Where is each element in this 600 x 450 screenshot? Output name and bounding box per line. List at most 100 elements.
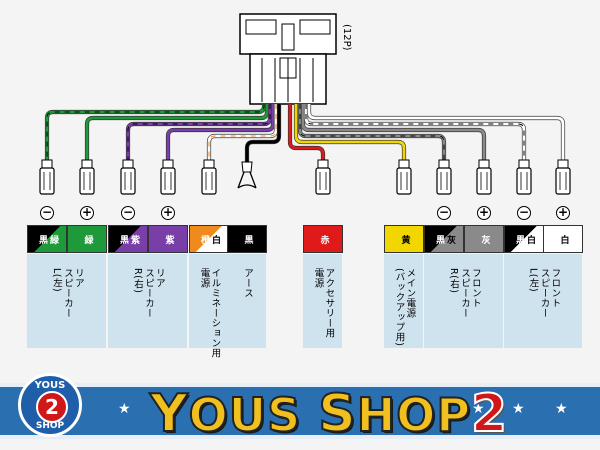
function-label-rear-r: リア スピーカー R(右): [108, 254, 187, 348]
banner-stripe-bottom: [0, 435, 600, 439]
color-chip-main: 黄: [384, 225, 424, 253]
terminal-ground: [237, 161, 257, 189]
shop-banner: [0, 383, 600, 439]
wire-outline: [303, 104, 527, 162]
function-label-ground: アース: [227, 254, 266, 348]
function-label-text: イルミネーション用 電源: [198, 268, 221, 358]
chip-label: 黒: [514, 234, 524, 244]
terminal-main: [396, 159, 412, 195]
harness-connector: [239, 13, 337, 105]
chip-label-2: 灰: [445, 234, 455, 244]
brand-y: Y: [149, 383, 189, 445]
chip-label: 黒: [434, 234, 444, 244]
function-label-text: フロント スピーカー L(左): [527, 268, 561, 318]
brand-s: S: [317, 383, 357, 445]
function-label-acc: アクセサリー用 電源: [303, 254, 342, 348]
function-label-illum: イルミネーション用 電源: [189, 254, 228, 358]
chip-label-2: 白: [525, 234, 535, 244]
function-label-text: フロント スピーカー R(右): [448, 268, 481, 318]
terminals: [39, 159, 571, 195]
star-icon: ★: [512, 401, 525, 417]
terminal-acc: [315, 159, 331, 195]
color-chip-front-r-pos: 灰: [464, 225, 504, 253]
badge-top-text: YOUS: [34, 380, 66, 391]
wire-stripe: [46, 104, 265, 162]
color-chip-rear-l-pos: 緑: [67, 225, 107, 253]
function-label-front-l: フロント スピーカー L(左): [504, 254, 582, 348]
wire-front-l-neg: [304, 104, 526, 162]
color-chip-rear-r-pos: 紫: [148, 225, 188, 253]
terminal-front-r-pos: [476, 159, 492, 195]
wire-outline: [293, 104, 407, 162]
wire-stripe: [127, 104, 271, 162]
badge-number: 2: [36, 391, 68, 423]
function-label-main: メイン電源 (バックアップ用): [384, 254, 423, 348]
star-icon: ★: [472, 401, 485, 417]
negative-icon: −: [517, 205, 531, 220]
terminal-rear-l-pos: [79, 159, 95, 195]
negative-icon: −: [40, 205, 54, 220]
chip-label: 白: [558, 234, 569, 244]
brand-2: 2: [470, 383, 509, 445]
wire-rear-r-pos: [166, 104, 275, 162]
wire-stripe: [305, 104, 525, 162]
wire-outline: [300, 104, 487, 162]
chip-label-2: 緑: [48, 234, 58, 244]
wire-main: [294, 104, 406, 162]
negative-icon: −: [437, 205, 451, 220]
color-chip-illum: 橙白: [189, 225, 229, 253]
terminal-front-l-pos: [555, 159, 571, 195]
chip-label-2: 白: [210, 234, 220, 244]
wire-ground: [245, 104, 281, 162]
chip-label: 黒: [118, 234, 128, 244]
wires: [44, 104, 566, 162]
color-chip-ground: 黒: [227, 225, 267, 253]
chip-label: 黒: [37, 234, 47, 244]
function-label-text: リア スピーカー R(右): [132, 268, 165, 318]
color-chip-acc: 赤: [303, 225, 343, 253]
wire-rear-l-neg: [45, 104, 266, 162]
color-chip-front-l-neg: 黒白: [504, 225, 544, 253]
chip-label: 橙: [199, 234, 209, 244]
function-label-text: アクセサリー用 電源: [312, 268, 335, 338]
wire-acc: [288, 104, 325, 162]
pin-count-label: (12P): [341, 24, 352, 51]
chip-label: 赤: [318, 234, 329, 244]
positive-icon: +: [556, 205, 570, 220]
color-chip-rear-r-neg: 黒紫: [108, 225, 148, 253]
chip-label: 黄: [399, 234, 410, 244]
chip-label-2: 紫: [129, 234, 139, 244]
chip-label: 灰: [479, 234, 490, 244]
function-label-front-r: フロント スピーカー R(右): [424, 254, 503, 348]
terminal-rear-l-neg: [39, 159, 55, 195]
function-label-text: リア スピーカー L(左): [51, 268, 84, 318]
wire-rear-l-pos: [85, 104, 269, 162]
function-label-text: メイン電源 (バックアップ用): [393, 268, 416, 347]
terminal-illum: [201, 159, 217, 195]
positive-icon: +: [161, 205, 175, 220]
color-chip-front-r-neg: 黒灰: [424, 225, 464, 253]
brand-hop: HOP: [356, 387, 472, 443]
chip-label: 緑: [82, 234, 93, 244]
terminal-front-r-neg: [436, 159, 452, 195]
banner-stripe-top: [0, 383, 600, 387]
brand-logo: YOUS SHOP2: [149, 383, 509, 445]
terminal-rear-r-pos: [160, 159, 176, 195]
wire-front-r-pos: [301, 104, 486, 162]
terminal-rear-r-neg: [120, 159, 136, 195]
wire-front-l-pos: [307, 104, 565, 162]
wire-stripe: [208, 104, 277, 162]
badge-bottom-text: SHOP: [35, 421, 65, 431]
brand-ous: OUS: [188, 387, 302, 443]
color-chip-front-l-pos: 白: [543, 225, 583, 253]
negative-icon: −: [121, 205, 135, 220]
chip-label: 紫: [163, 234, 174, 244]
star-icon: ★: [555, 401, 568, 417]
color-chip-rear-l-neg: 黒緑: [27, 225, 67, 253]
function-label-rear-l: リア スピーカー L(左): [27, 254, 106, 348]
chip-label: 黒: [242, 234, 253, 244]
terminal-front-l-neg: [516, 159, 532, 195]
star-icon: ★: [118, 401, 131, 417]
shop-badge-logo: YOUS 2 SHOP: [18, 373, 82, 437]
